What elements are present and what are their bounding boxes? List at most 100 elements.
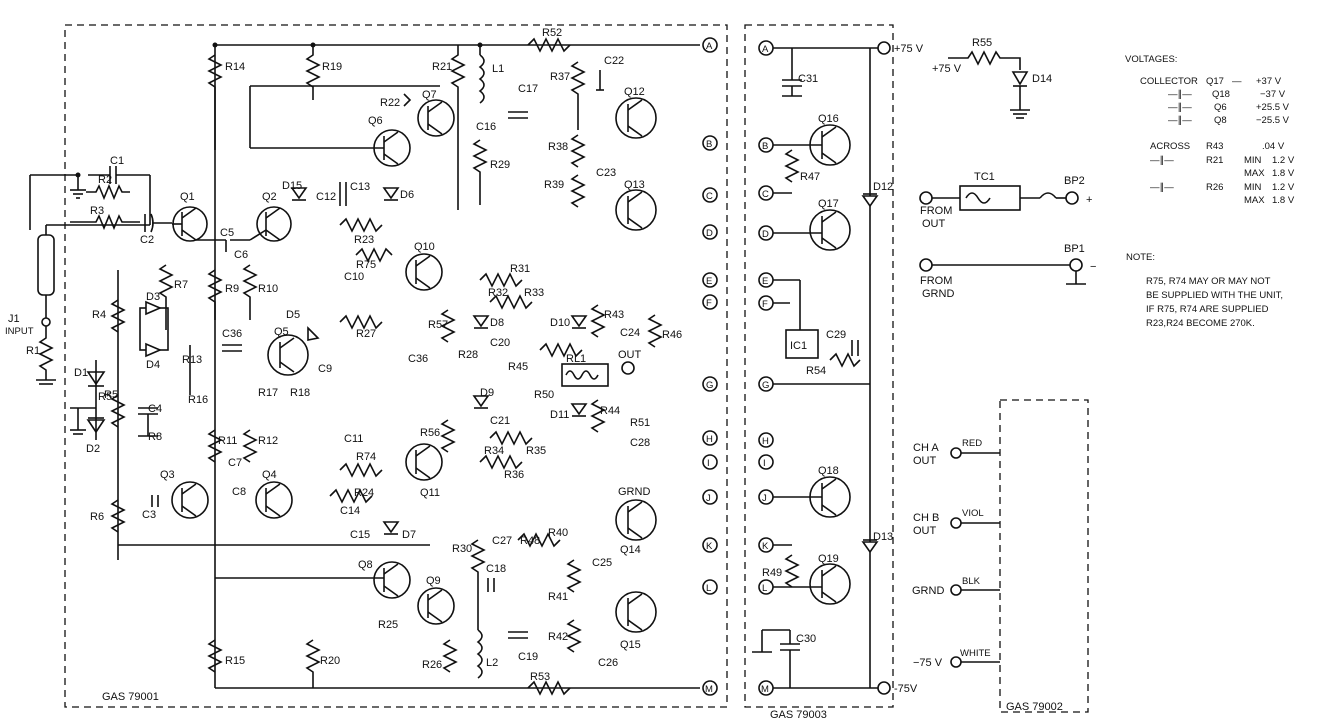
driver-neg: Q8 Q9 R25 R26 xyxy=(358,559,458,673)
svg-text:—∥—: —∥— xyxy=(1150,155,1174,166)
svg-text:C: C xyxy=(762,189,769,200)
svg-text:R44: R44 xyxy=(600,405,620,417)
svg-text:D: D xyxy=(706,228,713,239)
svg-text:M: M xyxy=(761,684,769,695)
svg-text:Q18: Q18 xyxy=(818,465,839,477)
bias-network: R4 R5 R6 D1 D2 D3 D4 C4 R5 xyxy=(70,270,169,560)
svg-text:1.2 V: 1.2 V xyxy=(1272,182,1295,193)
svg-text:1.8 V: 1.8 V xyxy=(1272,168,1295,179)
svg-text:R43: R43 xyxy=(1206,141,1223,152)
svg-text:D9: D9 xyxy=(480,387,494,399)
svg-text:FROM: FROM xyxy=(920,275,952,287)
svg-text:C36: C36 xyxy=(222,328,242,340)
svg-text:D8: D8 xyxy=(490,317,504,329)
svg-text:D6: D6 xyxy=(400,189,414,201)
svg-text:—: — xyxy=(1232,76,1242,87)
svg-text:R75: R75 xyxy=(356,259,376,271)
svg-text:D3: D3 xyxy=(146,291,160,303)
svg-text:R37: R37 xyxy=(550,71,570,83)
svg-text:CH B: CH B xyxy=(913,512,939,524)
svg-text:OUT: OUT xyxy=(913,455,937,467)
svg-text:R17: R17 xyxy=(258,387,278,399)
svg-text:C22: C22 xyxy=(604,55,624,67)
svg-text:R50: R50 xyxy=(534,389,554,401)
svg-text:C31: C31 xyxy=(798,73,818,85)
svg-text:R55: R55 xyxy=(972,37,992,49)
svg-text:R1: R1 xyxy=(26,345,40,357)
svg-text:Q8: Q8 xyxy=(1214,115,1227,126)
svg-text:1.8 V: 1.8 V xyxy=(1272,195,1295,206)
svg-text:R26: R26 xyxy=(1206,182,1223,193)
svg-text:D10: D10 xyxy=(550,317,570,329)
svg-text:L1: L1 xyxy=(492,63,504,75)
svg-text:B: B xyxy=(762,141,768,152)
svg-text:R41: R41 xyxy=(548,591,568,603)
svg-text:R22: R22 xyxy=(380,97,400,109)
svg-text:C5: C5 xyxy=(220,227,234,239)
svg-text:C20: C20 xyxy=(490,337,510,349)
svg-text:R14: R14 xyxy=(225,61,245,73)
svg-text:H: H xyxy=(762,436,769,447)
svg-text:D15: D15 xyxy=(282,180,302,192)
svg-text:RED: RED xyxy=(962,438,982,449)
svg-text:R30: R30 xyxy=(452,543,472,555)
lower-pair: Q3 Q4 R11 R12 R8 C7 C8 C3 xyxy=(118,429,430,546)
svg-text:WHITE: WHITE xyxy=(960,648,991,659)
svg-text:D1: D1 xyxy=(74,367,88,379)
svg-text:—∥—: —∥— xyxy=(1168,102,1192,113)
svg-text:Q8: Q8 xyxy=(358,559,373,571)
svg-text:+75 V: +75 V xyxy=(932,63,962,75)
svg-text:R43: R43 xyxy=(604,309,624,321)
svg-text:GRND: GRND xyxy=(922,288,954,300)
svg-text:R53: R53 xyxy=(530,671,550,683)
svg-text:C27: C27 xyxy=(492,535,512,547)
svg-text:C12: C12 xyxy=(316,191,336,203)
svg-text:R20: R20 xyxy=(320,655,340,667)
svg-text:G: G xyxy=(706,380,713,391)
svg-text:C1: C1 xyxy=(110,155,124,167)
svg-text:INPUT: INPUT xyxy=(5,326,34,337)
svg-text:MIN: MIN xyxy=(1244,182,1262,193)
svg-text:M: M xyxy=(705,684,713,695)
svg-text:H: H xyxy=(706,434,713,445)
svg-text:OUT: OUT xyxy=(913,525,937,537)
svg-text:Q13: Q13 xyxy=(624,179,645,191)
svg-text:R16: R16 xyxy=(188,394,208,406)
svg-text:R34: R34 xyxy=(484,445,504,457)
svg-text:R45: R45 xyxy=(508,361,528,373)
svg-text:Q17: Q17 xyxy=(1206,76,1224,87)
svg-text:C14: C14 xyxy=(340,505,360,517)
svg-text:R24: R24 xyxy=(354,487,374,499)
svg-text:−75 V: −75 V xyxy=(913,657,943,669)
input-pair: Q1 Q2 C5 C6 R7 R9 R10 R13 R16 xyxy=(158,191,292,406)
board-output-label: GAS 79003 xyxy=(770,709,827,721)
svg-text:R52: R52 xyxy=(542,27,562,39)
svg-text:R39: R39 xyxy=(544,179,564,191)
note-block: NOTE: R75, R74 MAY OR MAY NOT BE SUPPLIE… xyxy=(1126,252,1283,329)
svg-text:Q3: Q3 xyxy=(160,469,175,481)
svg-text:RL1: RL1 xyxy=(566,353,586,365)
svg-text:L: L xyxy=(762,583,767,594)
svg-text:-75V: -75V xyxy=(894,683,918,695)
svg-text:A: A xyxy=(762,44,769,55)
svg-text:MAX: MAX xyxy=(1244,195,1265,206)
svg-text:C26: C26 xyxy=(598,657,618,669)
svg-text:J: J xyxy=(762,493,767,504)
svg-text:Q10: Q10 xyxy=(414,241,435,253)
svg-text:I: I xyxy=(707,458,710,469)
svg-text:R7: R7 xyxy=(174,279,188,291)
svg-text:R25: R25 xyxy=(378,619,398,631)
svg-text:R40: R40 xyxy=(548,527,568,539)
svg-text:Q6: Q6 xyxy=(1214,102,1227,113)
svg-text:+25.5 V: +25.5 V xyxy=(1256,102,1290,113)
svg-text:C6: C6 xyxy=(234,249,248,261)
svg-text:R57: R57 xyxy=(428,319,448,331)
svg-text:C4: C4 xyxy=(148,403,162,415)
svg-text:D4: D4 xyxy=(146,359,160,371)
svg-text:R3: R3 xyxy=(90,205,104,217)
svg-text:+37 V: +37 V xyxy=(1256,76,1282,87)
svg-text:Q2: Q2 xyxy=(262,191,277,203)
svg-text:R8: R8 xyxy=(148,431,162,443)
svg-text:E: E xyxy=(762,276,768,287)
svg-text:K: K xyxy=(706,541,713,552)
